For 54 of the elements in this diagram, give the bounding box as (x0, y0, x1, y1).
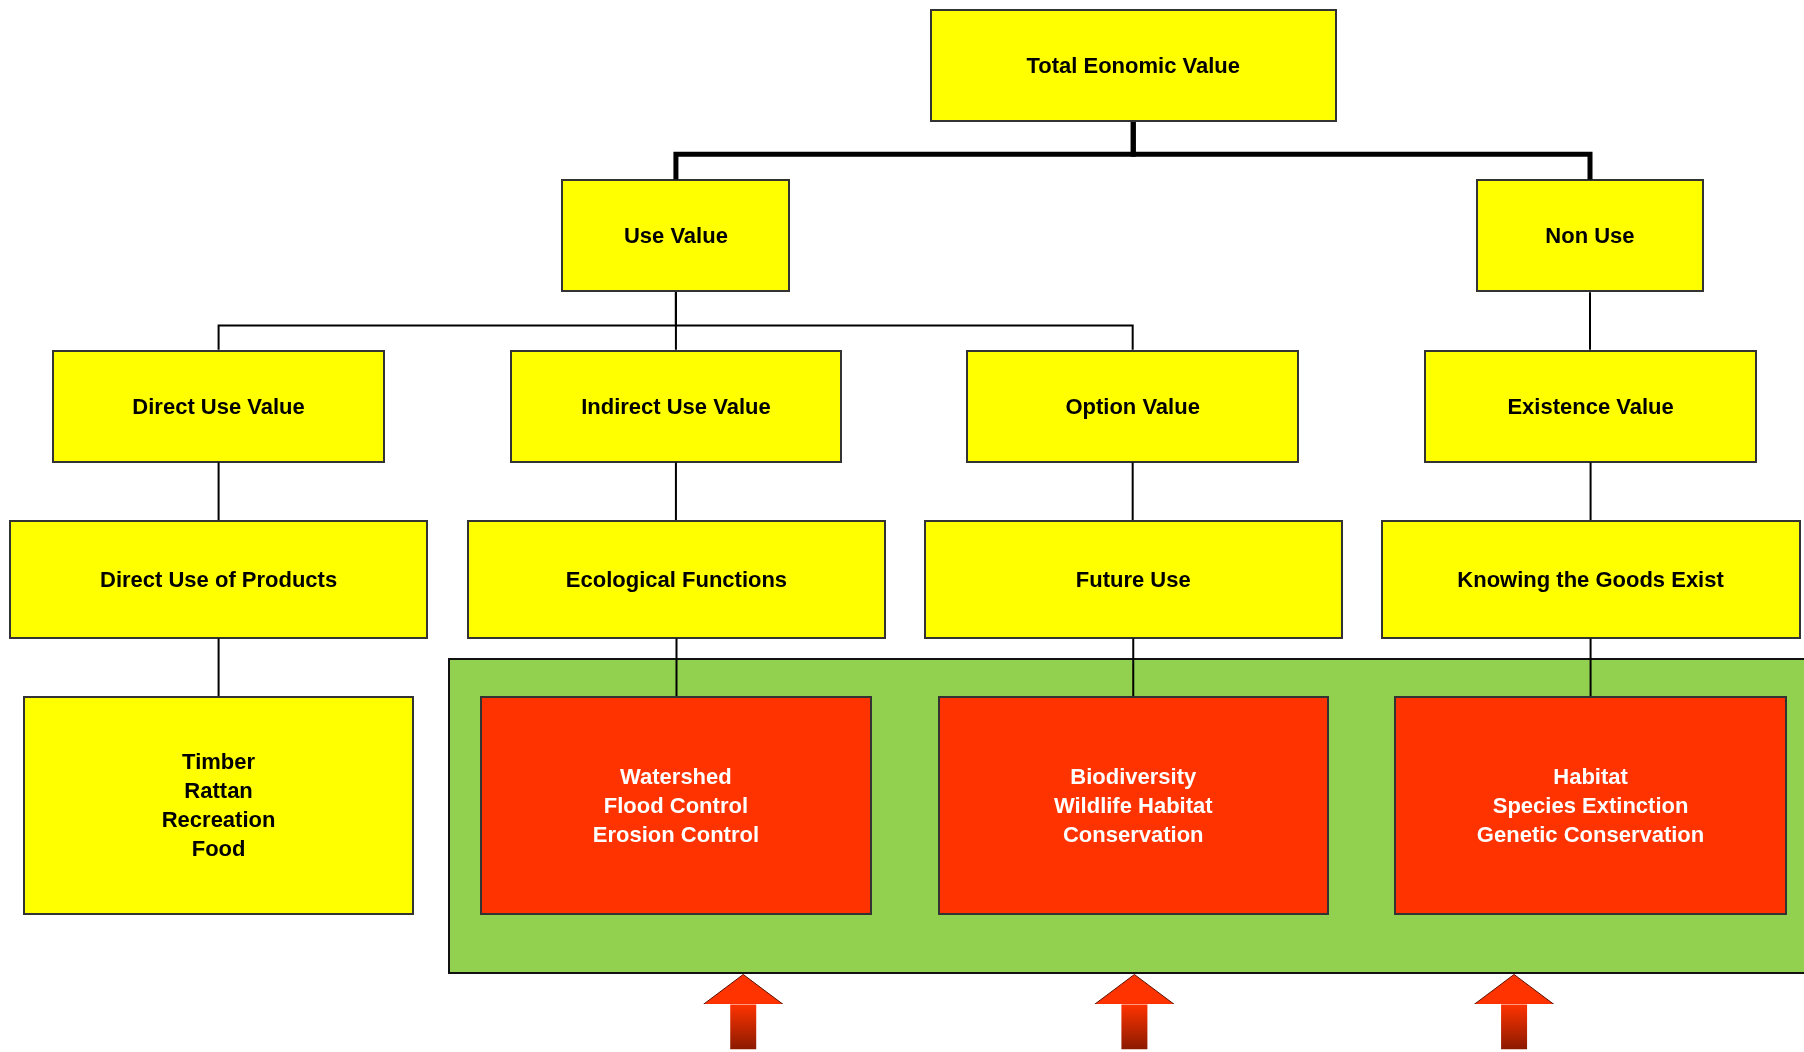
node-label: Recreation (160, 806, 277, 835)
connector-line (1589, 461, 1592, 522)
connector-line (674, 461, 677, 522)
node-label: Ecological Functions (564, 565, 789, 594)
process-box (561, 179, 791, 293)
process-box (1476, 179, 1704, 293)
connector-line (1132, 637, 1135, 698)
node-label: Use Value (622, 222, 729, 251)
connector-line (674, 291, 1134, 351)
node-label: Watershed (619, 762, 733, 791)
block-arrow (1093, 974, 1175, 1050)
connector-line (1130, 121, 1593, 180)
node-label: Flood Control (602, 791, 749, 820)
node-label: Knowing the Goods Exist (1456, 565, 1725, 594)
node-label: Biodiversity (1069, 762, 1198, 791)
connector-line (675, 637, 678, 698)
process-box (1394, 696, 1787, 915)
connector-line (1131, 461, 1134, 522)
node-label: Wildlife Habitat (1052, 791, 1214, 820)
node-label: Rattan (183, 777, 254, 806)
node-label: Habitat (1552, 762, 1629, 791)
block-arrow (1473, 974, 1555, 1050)
process-box (51, 349, 386, 463)
node-label: Existence Value (1506, 392, 1675, 421)
node-label: Total Eonomic Value (1025, 52, 1241, 81)
node-label: Genetic Conservation (1475, 820, 1706, 849)
connector-line (1589, 637, 1592, 698)
node-label: Food (190, 835, 247, 864)
connector-line (217, 637, 220, 698)
block-arrow (702, 974, 784, 1050)
node-label: Direct Use Value (131, 392, 306, 421)
node-label: Indirect Use Value (580, 392, 772, 421)
process-box (467, 520, 886, 639)
process-box (1380, 520, 1801, 639)
process-box (9, 520, 428, 639)
node-label: Option Value (1064, 392, 1201, 421)
node-label: Erosion Control (591, 820, 760, 849)
node-label: Timber (181, 748, 257, 777)
node-label: Future Use (1074, 565, 1192, 594)
connector-line (1589, 291, 1591, 351)
node-label: Non Use (1544, 222, 1636, 251)
group-panel (447, 658, 1804, 975)
process-box (1424, 349, 1757, 463)
process-box (937, 696, 1329, 915)
process-box (929, 9, 1337, 122)
process-box (966, 349, 1299, 463)
node-label: Species Extinction (1491, 791, 1690, 820)
node-label: Conservation (1061, 820, 1205, 849)
process-box (23, 696, 415, 915)
process-box (923, 520, 1343, 639)
node-label: Direct Use of Products (99, 565, 339, 594)
process-box (479, 696, 873, 915)
connector-line (217, 461, 220, 522)
process-box (509, 349, 843, 463)
